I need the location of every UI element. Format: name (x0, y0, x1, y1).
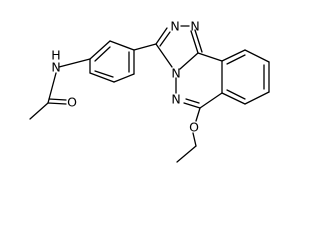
bond-phenyl-inner-1 (94, 46, 111, 62)
bond-phenyl-inner-3 (94, 70, 114, 78)
bond-c9a-c9b (197, 52, 223, 62)
bond-benzo-1 (221, 49, 246, 62)
atom-label-triazole-n1: N (190, 19, 199, 34)
atom-label-ring-nitrogen: N (171, 92, 180, 107)
atom-label-bridgehead-nitrogen: N (171, 66, 180, 81)
bond-phenyl-5 (89, 72, 115, 83)
atom-label-layer: N H O N N N N O (51, 19, 199, 135)
bond-c6-n6 (183, 102, 201, 109)
atom-label-amide-hydrogen: H (51, 48, 60, 63)
bond-carbonyl-oxygen (47, 102, 67, 105)
bond-nitrogen-phenyl (58, 58, 91, 68)
bond-triazole-c3-n2 (155, 27, 168, 45)
chemical-structure-diagram: N H O N N N N O (29, 19, 270, 163)
bond-phenyl-4 (113, 73, 135, 83)
bond-c6-oxygen (195, 107, 201, 122)
bond-phenyl-1 (89, 40, 111, 60)
atom-label-triazole-n2: N (170, 19, 179, 34)
bond-methyl-carbonyl (29, 102, 49, 120)
bond-triazole-c3-n2-double (159, 31, 171, 47)
bond-triazole-c9a-n4 (179, 52, 199, 70)
bond-oxygen-ethyl (192, 132, 197, 147)
bond-benzo-inner-1 (226, 54, 246, 65)
atom-label-ether-oxygen: O (189, 120, 199, 135)
bond-benzo-5 (221, 92, 246, 105)
atom-label-amide-nitrogen: N (51, 60, 60, 75)
bond-benzo-inner-3 (226, 89, 246, 100)
bond-triazole-n4-c3 (155, 43, 173, 68)
bond-c6-n6-double (185, 98, 200, 104)
bond-phenyl-2 (109, 40, 135, 51)
bond-triazole-n1-c9a-double (194, 29, 203, 53)
bond-ethyl-methyl (176, 145, 197, 163)
atom-label-carbonyl-oxygen: O (67, 95, 77, 110)
bond-layer (29, 25, 270, 163)
bond-carbonyl-nitrogen (47, 72, 57, 104)
bond-c5a-c6 (199, 92, 223, 109)
bond-phenyl-triazole (133, 43, 157, 51)
bond-benzo-2 (244, 49, 270, 63)
bond-carbonyl-oxygen-double (48, 98, 67, 101)
bond-benzo-4 (244, 91, 270, 105)
bond-triazole-n1-c9a (190, 30, 199, 54)
